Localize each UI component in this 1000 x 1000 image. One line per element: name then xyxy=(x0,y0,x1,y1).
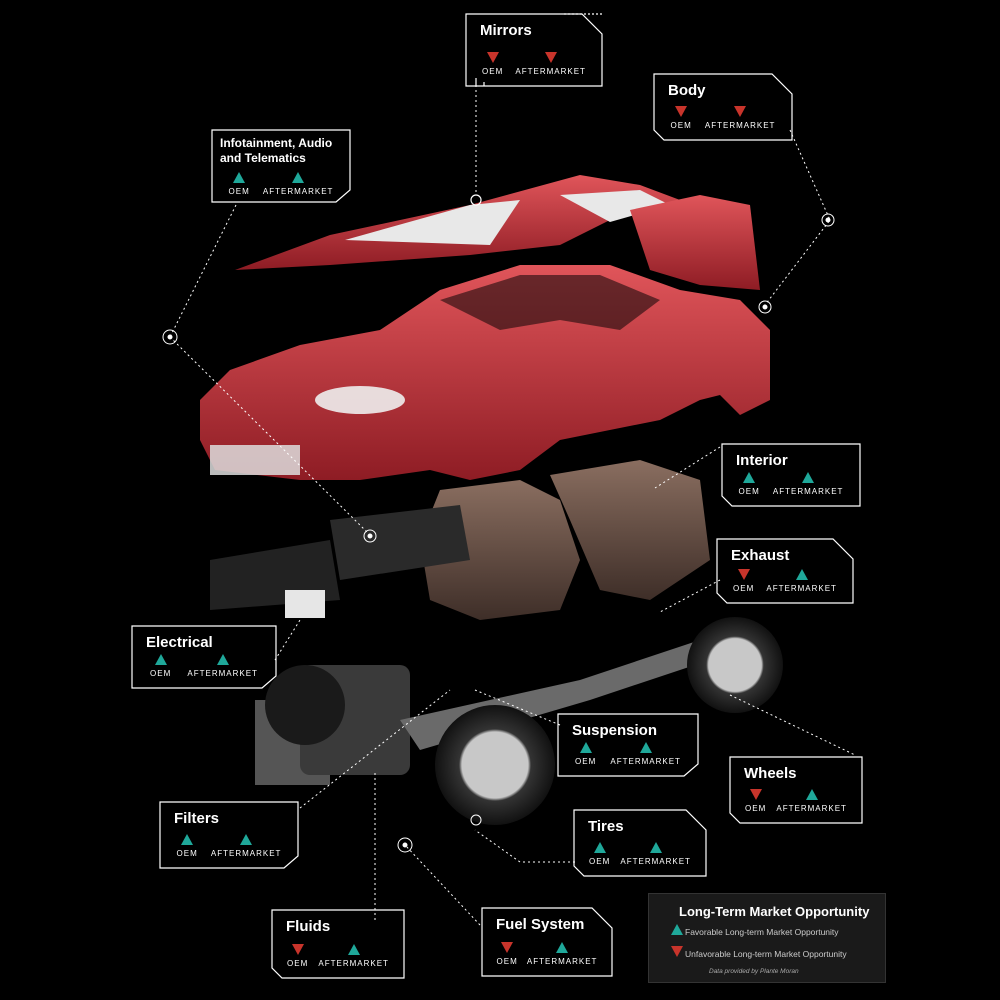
callout-title: Body xyxy=(668,82,706,99)
oem-indicator-down xyxy=(501,942,514,953)
aftermarket-indicator-down xyxy=(734,106,747,117)
oem-indicator-up xyxy=(154,654,167,665)
oem-indicator-up xyxy=(743,472,756,483)
rear-window xyxy=(560,190,670,222)
grille xyxy=(210,445,300,475)
callout-title: Wheels xyxy=(744,765,797,782)
aftermarket-indicator-up xyxy=(216,654,229,665)
legend-favorable: Favorable Long-term Market Opportunity xyxy=(685,927,839,937)
legend-title: Long-Term Market Opportunity xyxy=(679,904,870,919)
callout-title: Suspension xyxy=(572,722,658,739)
aftermarket-indicator-up xyxy=(802,472,815,483)
oem-indicator-up xyxy=(233,172,246,183)
aftermarket-indicator-up xyxy=(639,742,652,753)
legend: Long-Term Market Opportunity Favorable L… xyxy=(648,893,886,983)
windshield xyxy=(345,200,520,245)
aftermarket-indicator-down xyxy=(544,52,557,63)
rear-seats xyxy=(550,460,710,600)
rear-wheel xyxy=(687,617,783,713)
callout-title: Filters xyxy=(174,810,220,827)
aftermarket-indicator-up xyxy=(795,569,808,580)
aftermarket-indicator-up xyxy=(805,789,818,800)
callout-title: Electrical xyxy=(146,634,213,651)
callout-title-line2: and Telematics xyxy=(220,151,306,165)
unfavorable-indicator-icon xyxy=(671,946,683,957)
oem-indicator-up xyxy=(593,842,606,853)
trunk-lid xyxy=(630,195,760,290)
aftermarket-indicator-up xyxy=(556,942,569,953)
oem-indicator-down xyxy=(749,789,762,800)
oem-indicator-down xyxy=(675,106,688,117)
oem-indicator-down xyxy=(291,944,304,955)
oem-indicator-down xyxy=(737,569,750,580)
legend-unfavorable: Unfavorable Long-term Market Opportunity xyxy=(685,949,847,959)
callout-title: Mirrors xyxy=(480,22,532,39)
oem-indicator-down xyxy=(486,52,499,63)
oem-indicator-up xyxy=(579,742,592,753)
callout-title: Exhaust xyxy=(731,547,790,564)
callout-title: Tires xyxy=(588,818,624,835)
favorable-indicator-icon xyxy=(671,924,683,935)
callout-title-line1: Infotainment, Audio xyxy=(220,136,333,150)
battery xyxy=(285,590,325,618)
floor-pan xyxy=(330,505,470,580)
aftermarket-indicator-up xyxy=(649,842,662,853)
callout-title: Fuel System xyxy=(496,916,585,933)
legend-source: Data provided by Plante Moran xyxy=(709,968,799,975)
aftermarket-indicator-up xyxy=(240,834,253,845)
aftermarket-indicator-up xyxy=(347,944,360,955)
aftermarket-indicator-up xyxy=(292,172,305,183)
front-wheel xyxy=(435,705,555,825)
callout-title: Fluids xyxy=(286,918,331,935)
oem-indicator-up xyxy=(181,834,194,845)
callout-title: Interior xyxy=(736,452,788,469)
